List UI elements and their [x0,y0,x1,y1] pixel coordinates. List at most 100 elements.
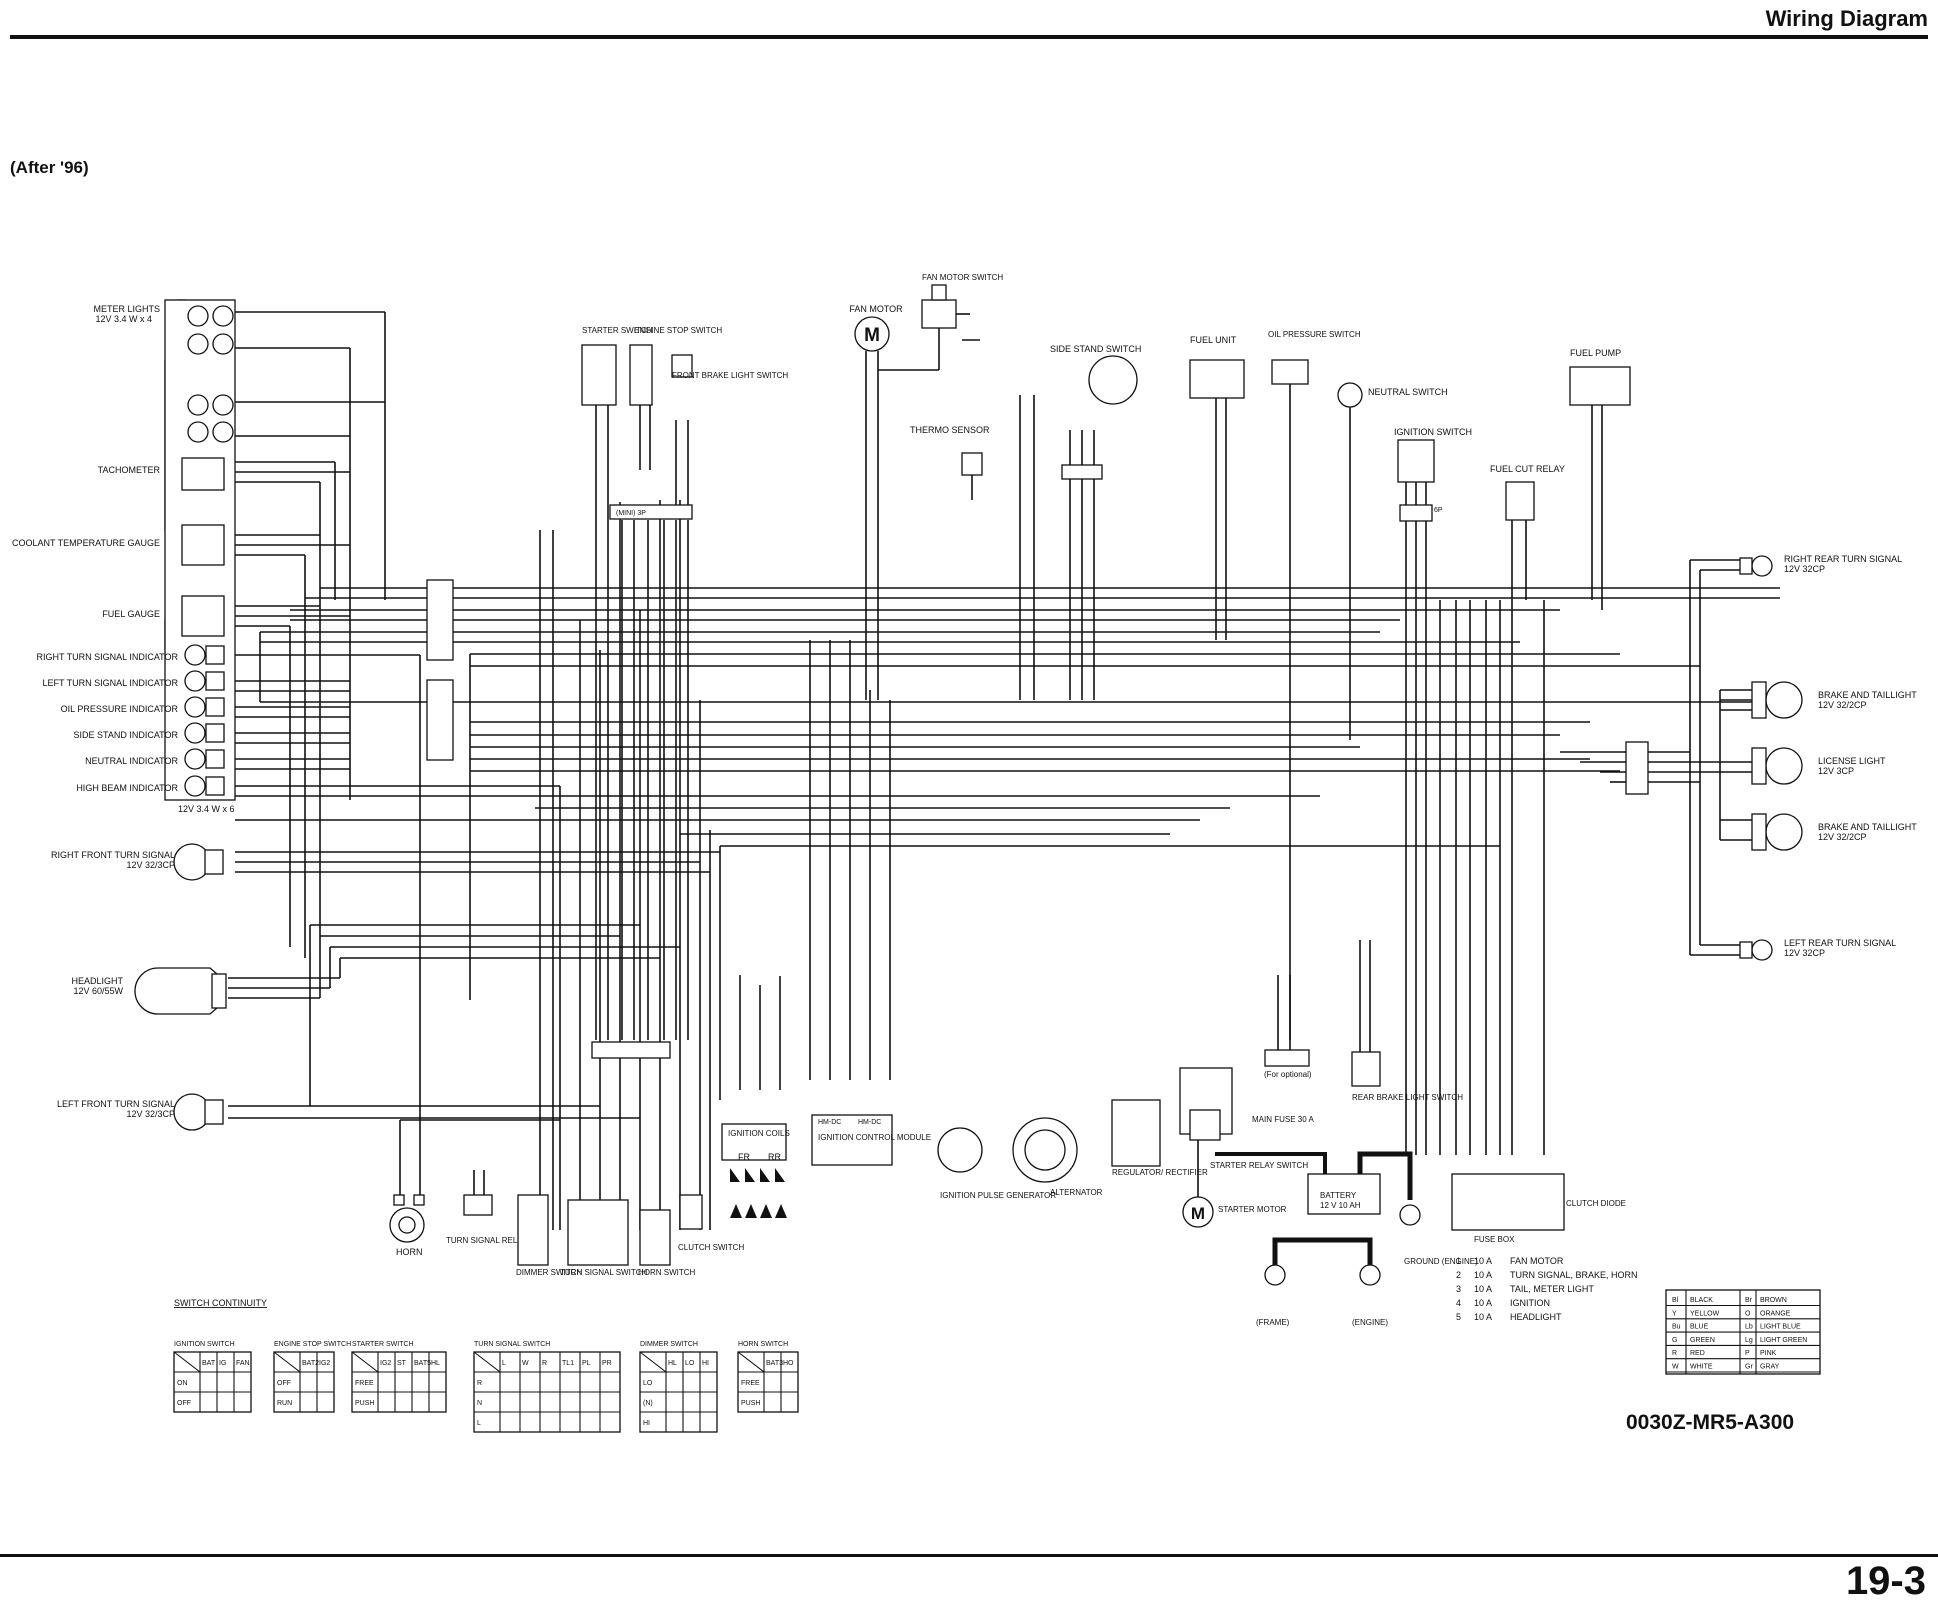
page-number: 19-3 [1845,1559,1926,1603]
continuity-table-title: IGNITION SWITCH [174,1341,235,1348]
svg-text:FUEL UNIT: FUEL UNIT [1190,335,1237,345]
svg-text:CLUTCH SWITCH: CLUTCH SWITCH [678,1243,744,1252]
continuity-col: IG2 [380,1360,391,1367]
continuity-table [737,1351,799,1413]
svg-text:6P: 6P [1434,507,1443,514]
color-name: RED [1690,1350,1705,1357]
continuity-row: L [477,1420,481,1427]
continuity-row: (N) [643,1400,653,1407]
coolant-label: COOLANT TEMPERATURE GAUGE [12,538,160,548]
fuse-number: 1 [1456,1256,1461,1266]
oil-pressure-switch: OIL PRESSURE SWITCH NEUTRAL SWITCH [1268,330,1448,660]
motor-m-glyph: M [864,325,880,346]
svg-text:HORN: HORN [396,1247,423,1257]
color-abbr: Gr [1745,1364,1753,1371]
svg-text:STARTER SWITCH: STARTER SWITCH [582,326,653,335]
ss-ind-label: SIDE STAND INDICATOR [73,730,178,740]
fan-motor-switch: FAN MOTOR SWITCH [878,273,1003,371]
neutral-ind-label: NEUTRAL INDICATOR [85,756,178,766]
horn: HORN [389,1120,425,1257]
top-drops [595,470,1545,1155]
color-name: YELLOW [1690,1310,1720,1317]
regulator-rectifier: REGULATOR/ RECTIFIER [1111,1099,1208,1177]
color-name: GRAY [1760,1364,1780,1371]
rear-lamps: RIGHT REAR TURN SIGNAL 12V 32CP BRAKE AN… [1560,554,1917,961]
turn-signal-switch: TURN SIGNAL SWITCH [560,1199,647,1277]
clutch-switch: CLUTCH SWITCH [678,1194,744,1252]
continuity-col: L [502,1360,506,1367]
color-abbr: Lb [1745,1324,1753,1331]
fuse-circuit: TAIL, METER LIGHT [1510,1284,1594,1294]
continuity-col: IG [219,1360,226,1367]
rf-turn-rating: 12V 32/3CP [126,860,175,870]
center-connectors [426,579,671,1059]
svg-text:GROUND (ENGINE): GROUND (ENGINE) [1404,1257,1478,1266]
starter-engine-stop-switches: STARTER SWITCH ENGINE STOP SWITCH FRONT … [581,326,788,520]
meter-lights-rating: 12V 3.4 W x 4 [95,314,152,324]
fuse-number: 3 [1456,1284,1461,1294]
svg-text:TURN SIGNAL RELAY: TURN SIGNAL RELAY [446,1236,528,1245]
svg-text:12V 32CP: 12V 32CP [1784,564,1825,574]
svg-text:SIDE STAND SWITCH: SIDE STAND SWITCH [1050,344,1141,354]
continuity-row: FREE [741,1380,760,1387]
continuity-col: PR [602,1360,612,1367]
continuity-table [273,1351,335,1413]
rear-brake-switch: REAR BRAKE LIGHT SWITCH [1351,940,1463,1102]
svg-text:IGNITION COILS: IGNITION COILS [728,1129,790,1138]
continuity-row: N [477,1400,482,1407]
continuity-table [351,1351,447,1413]
continuity-row: LO [643,1380,653,1387]
svg-text:DIMMER SWITCH: DIMMER SWITCH [516,1268,582,1277]
fuse-amperage: 10 A [1474,1312,1492,1322]
continuity-row: R [477,1380,482,1387]
battery: BATTERY 12 V 10 AH GROUND (ENGINE) (FRAM… [1215,1151,1478,1327]
headlight-rating: 12V 60/55W [73,986,123,996]
svg-text:SWITCH CONTINUITY: SWITCH CONTINUITY [174,1298,267,1308]
svg-text:REAR BRAKE LIGHT SWITCH: REAR BRAKE LIGHT SWITCH [1352,1093,1463,1102]
color-name: BLUE [1690,1324,1709,1331]
svg-text:(For optional): (For optional) [1264,1070,1312,1079]
svg-text:IGNITION PULSE GENERATOR: IGNITION PULSE GENERATOR [940,1191,1056,1200]
headlight-bulb [134,967,225,1015]
indicators-rating: 12V 3.4 W x 6 [178,804,235,814]
svg-text:HORN SWITCH: HORN SWITCH [638,1268,696,1277]
continuity-row: OFF [177,1400,191,1407]
fuse-number: 5 [1456,1312,1461,1322]
svg-text:STARTER MOTOR: STARTER MOTOR [1218,1205,1287,1214]
continuity-col: ST [397,1360,407,1367]
svg-text:(MINI) 3P: (MINI) 3P [616,510,646,517]
color-name: PINK [1760,1350,1777,1357]
wiring-grid [228,311,1780,1230]
continuity-row: RUN [277,1400,292,1407]
svg-text:12 V 10 AH: 12 V 10 AH [1320,1201,1361,1210]
svg-text:BRAKE AND TAILLIGHT: BRAKE AND TAILLIGHT [1818,822,1917,832]
svg-text:HM-DC: HM-DC [858,1119,881,1126]
continuity-col: HL [431,1360,440,1367]
starter-relay: STARTER RELAY SWITCH MAIN FUSE 30 A M ST… [1179,1067,1314,1228]
svg-text:REGULATOR/ RECTIFIER: REGULATOR/ RECTIFIER [1112,1168,1208,1177]
color-abbr: P [1745,1350,1750,1357]
lf-turn-rating: 12V 32/3CP [126,1109,175,1119]
continuity-table-title: TURN SIGNAL SWITCH [474,1341,550,1348]
svg-text:FUSE BOX: FUSE BOX [1474,1235,1515,1244]
meter-lights-label: METER LIGHTS [93,304,160,314]
continuity-row: HI [643,1420,650,1427]
svg-text:STARTER RELAY SWITCH: STARTER RELAY SWITCH [1210,1161,1308,1170]
continuity-table-title: HORN SWITCH [738,1341,788,1348]
continuity-row: PUSH [355,1400,374,1407]
side-stand-switch: SIDE STAND SWITCH [1050,344,1141,700]
turn-signal-relay: TURN SIGNAL RELAY [446,1170,528,1245]
color-abbr: Y [1672,1310,1677,1317]
instrument-cluster [164,299,236,801]
svg-text:LICENSE LIGHT: LICENSE LIGHT [1818,756,1886,766]
svg-text:(FRAME): (FRAME) [1256,1318,1290,1327]
svg-text:12V 32/2CP: 12V 32/2CP [1818,700,1867,710]
svg-text:IGNITION CONTROL MODULE: IGNITION CONTROL MODULE [818,1133,931,1142]
fuse-number: 4 [1456,1298,1461,1308]
optional-connector: (For optional) [1264,975,1312,1079]
fan-motor: M FAN MOTOR [849,304,903,700]
horn-switch: HORN SWITCH [638,1209,696,1277]
continuity-col: HL [668,1360,677,1367]
